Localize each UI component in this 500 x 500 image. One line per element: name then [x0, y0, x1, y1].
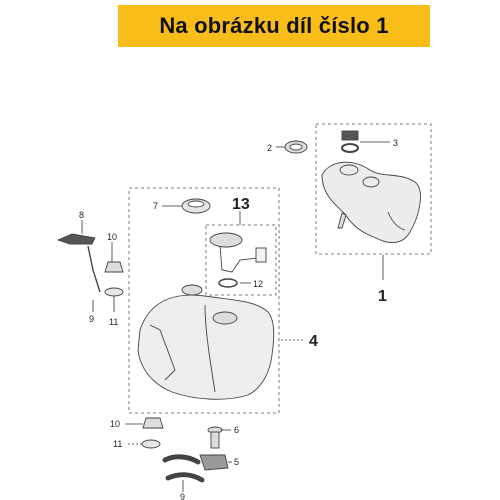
callout-11-upper: 11: [109, 317, 118, 327]
part-4-tank: [137, 284, 275, 400]
callout-9-upper: 9: [89, 314, 94, 324]
callout-13: 13: [232, 196, 250, 213]
group-box-part-1: [315, 123, 432, 255]
part-6-5-valve: [199, 426, 229, 471]
callout-3: 3: [393, 138, 398, 148]
banner-title: Na obrázku díl číslo 1: [159, 13, 389, 38]
part-2-ring: [284, 140, 308, 154]
part-10-nut-upper: [104, 261, 124, 297]
title-banner: Na obrázku díl číslo 1: [118, 5, 430, 47]
group-box-part-13: [205, 224, 277, 296]
callout-4: 4: [309, 333, 318, 350]
leader-lines: [81, 141, 390, 492]
part-3-cap: [341, 130, 359, 153]
callout-12: 12: [253, 279, 263, 289]
callout-11-lower: 11: [113, 439, 122, 449]
callout-2: 2: [267, 143, 272, 153]
part-10-nut-lower: [141, 417, 164, 449]
part-8-sender: [56, 233, 101, 293]
part-13-pump: [209, 232, 267, 288]
part-1-tank: [321, 161, 421, 243]
callout-6: 6: [234, 425, 239, 435]
part-7-cap: [181, 198, 211, 214]
callout-1: 1: [378, 288, 387, 305]
group-box-part-4: [128, 187, 280, 414]
callout-8: 8: [79, 210, 84, 220]
callout-10-lower: 10: [110, 419, 120, 429]
callout-5: 5: [234, 457, 239, 467]
callout-10-upper: 10: [107, 232, 117, 242]
callout-9-lower: 9: [180, 492, 185, 500]
part-9-hoses-lower: [162, 454, 205, 483]
callout-7: 7: [153, 201, 158, 211]
